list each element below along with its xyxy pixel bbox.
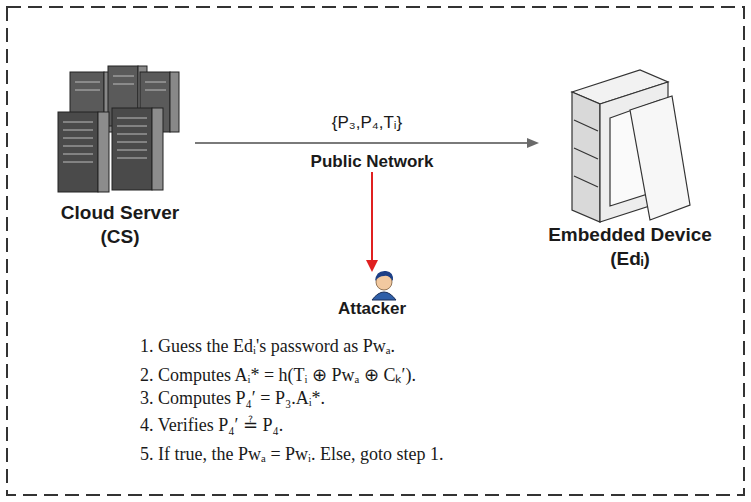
intercept-arrow [366,172,378,272]
network-arrow [195,138,539,148]
network-label: Public Network [309,152,436,172]
dashed-frame [7,7,744,495]
attacker-icon [372,271,396,300]
message-label: {P₃,P₄,Tᵢ} [329,113,405,133]
node-label: Attacker [330,298,414,320]
node-label: Cloud Server (CS) [55,201,185,250]
node-box: Attacker [328,268,416,320]
attack-step: 5. If true, the Pwₐ = Pwᵢ. Else, goto st… [140,444,444,465]
attack-step: 2. Computes Aᵢ* = h(Tᵢ ⊕ Pwₐ ⊕ Cₖ′). [140,362,416,386]
device-icon [572,70,690,222]
node-box: Cloud Server (CS) [45,60,195,250]
node-label: Embedded Device (Edᵢ) [541,223,719,272]
attack-step: 3. Computes P₄′ = P₃.Aᵢ*. [140,388,325,409]
attack-step: 1. Guess the Edᵢ's password as Pwₐ. [140,336,395,357]
node-box: Embedded Device (Edᵢ) [539,62,721,272]
server-icon [58,66,179,192]
attack-step: 4. Verifies P₄′ ≟ P₄. [140,414,283,436]
